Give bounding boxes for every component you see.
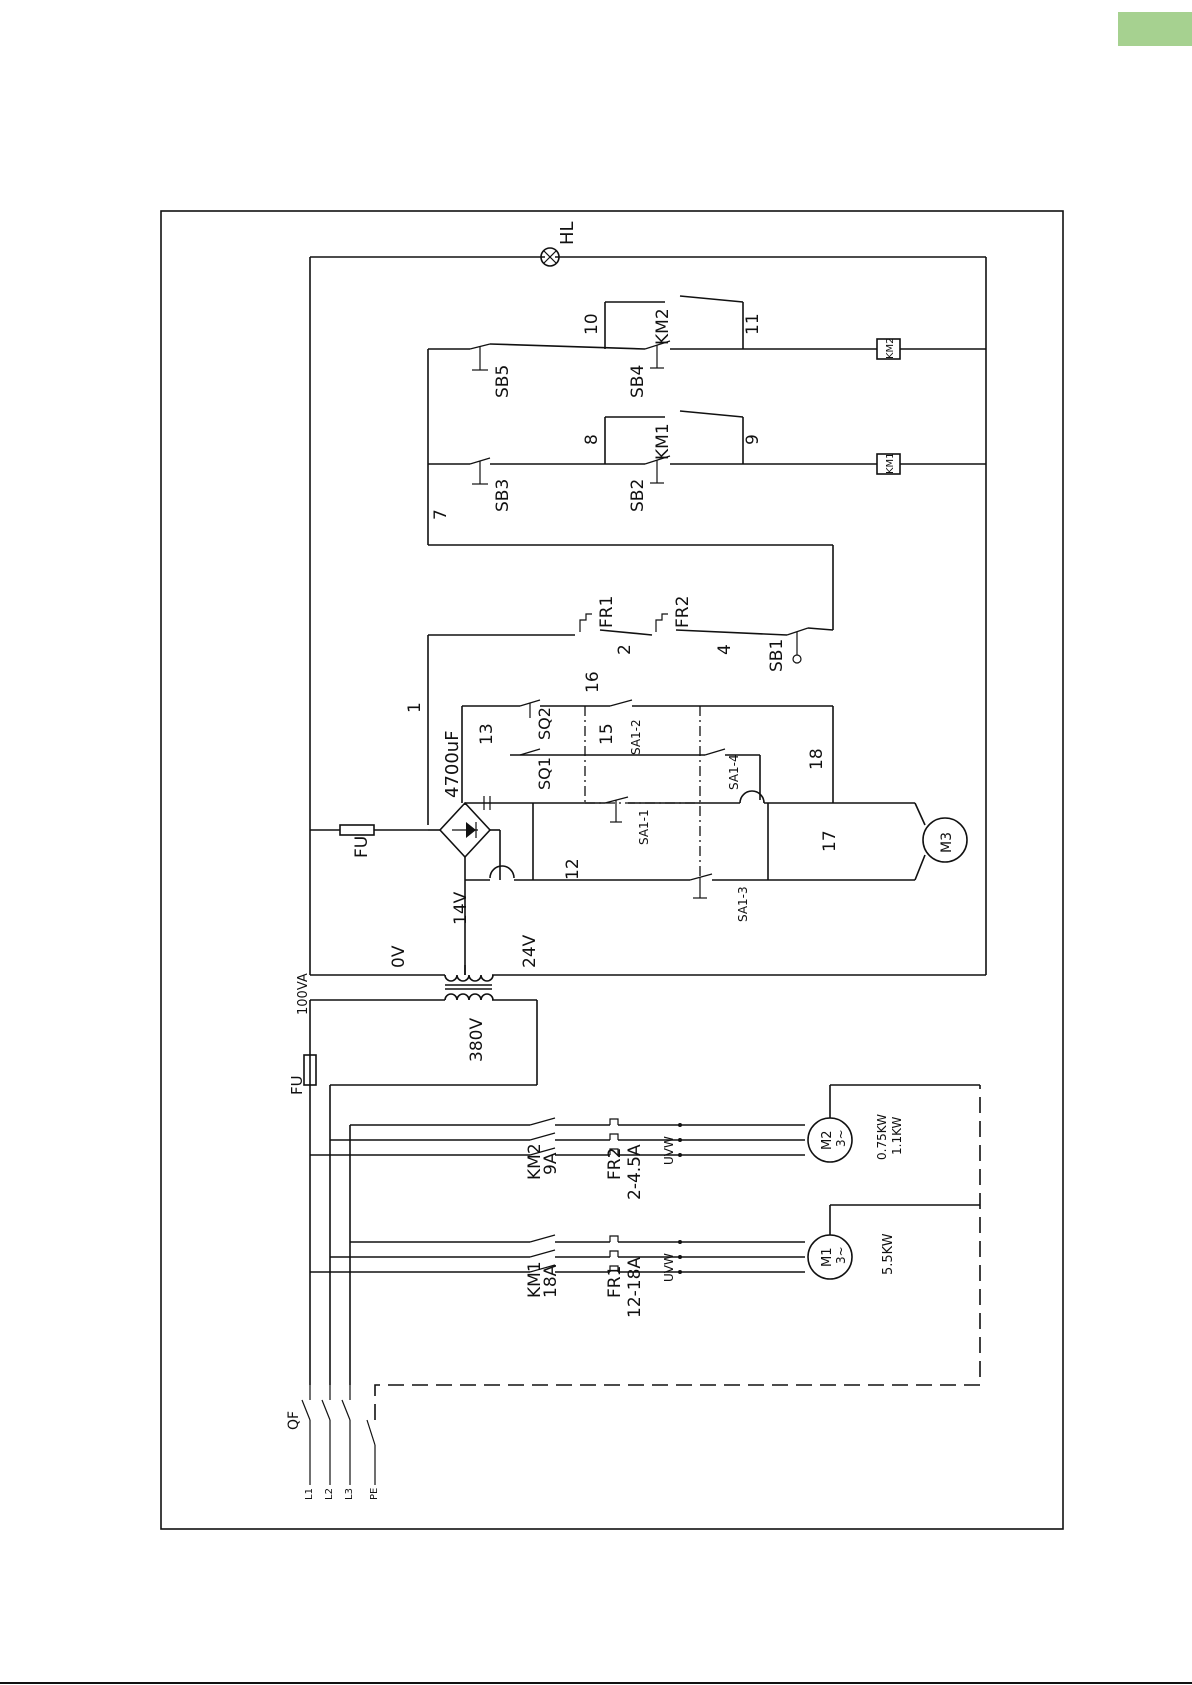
label-m1-power: 5.5KW [881, 1233, 896, 1275]
label-m2: M2 [820, 1131, 835, 1151]
label-m2-power-a: 0.75KW [875, 1114, 889, 1160]
label-km2-contact: KM2 [653, 308, 673, 345]
corner-tab [1118, 12, 1192, 46]
label-sb4: SB4 [628, 365, 648, 398]
label-sa1-3: SA1-3 [736, 886, 750, 922]
label-km1-rating: 18A [541, 1264, 561, 1298]
label-sq1: SQ1 [535, 757, 554, 790]
label-sa1-4: SA1-4 [727, 754, 741, 790]
label-m1: M1 [820, 1248, 835, 1268]
label-sa1-1: SA1-1 [637, 809, 651, 845]
label-l3: L3 [344, 1488, 355, 1500]
label-fr2-contact: FR2 [673, 596, 693, 628]
branch-m1 [530, 1205, 980, 1279]
label-l1: L1 [304, 1488, 315, 1500]
label-node-17: 17 [820, 830, 840, 852]
label-km2-coil: KM2 [885, 337, 896, 359]
label-fu-main: FU [288, 1075, 306, 1095]
label-24v: 24V [520, 934, 540, 968]
label-km1-contact: KM1 [653, 423, 673, 460]
label-380v: 380V [467, 1018, 487, 1062]
label-fu-control: FU [352, 836, 372, 858]
branch-m2 [530, 1085, 980, 1162]
label-uvw-m2: UVW [662, 1136, 676, 1165]
label-fr1-rating: 12-18A [625, 1257, 645, 1318]
label-qf: QF [286, 1411, 302, 1430]
label-fr2-main: FR2 [605, 1148, 625, 1180]
labels: HL 10 11 KM2 SB5 SB4 KM2 8 9 KM1 SB3 SB2… [286, 221, 955, 1500]
label-node-1: 1 [405, 702, 425, 713]
bridge-rectifier [440, 803, 490, 857]
transformer [310, 965, 537, 1085]
label-sq2: SQ2 [535, 707, 554, 740]
label-node-18: 18 [807, 748, 827, 770]
label-m2-phase: 3~ [834, 1129, 848, 1147]
label-sb1: SB1 [767, 639, 787, 672]
main-breaker [302, 1385, 375, 1485]
label-node-12: 12 [563, 858, 583, 880]
label-14v: 14V [451, 891, 471, 925]
label-sa1-2: SA1-2 [629, 719, 643, 755]
label-km1-coil: KM1 [885, 452, 896, 474]
label-node-4: 4 [715, 644, 735, 655]
label-node-10: 10 [582, 313, 602, 335]
label-node-11: 11 [743, 313, 763, 335]
label-m2-power-b: 1.1KW [890, 1116, 904, 1155]
label-m1-phase: 3~ [834, 1246, 848, 1264]
label-node-2: 2 [615, 644, 635, 655]
label-l2: L2 [324, 1488, 335, 1500]
label-node-7: 7 [431, 509, 451, 520]
label-sb2: SB2 [628, 479, 648, 512]
label-fr2-rating: 2-4.5A [625, 1144, 645, 1200]
label-pe: PE [369, 1488, 380, 1500]
drawing-frame [161, 211, 1063, 1529]
label-fr1-contact: FR1 [597, 596, 617, 628]
label-capacitor: 4700uF [442, 730, 463, 798]
label-node-15: 15 [597, 723, 617, 745]
label-0v: 0V [389, 945, 409, 968]
label-node-9: 9 [743, 434, 763, 445]
label-node-8: 8 [582, 434, 602, 445]
label-node-16: 16 [583, 671, 603, 693]
label-m3: M3 [939, 832, 955, 853]
label-hl: HL [557, 221, 578, 245]
label-100va: 100VA [296, 973, 311, 1015]
label-node-13: 13 [477, 723, 497, 745]
label-fr1-main: FR1 [605, 1266, 625, 1298]
label-sb5: SB5 [493, 365, 513, 398]
label-sb3: SB3 [493, 479, 513, 512]
control-fuse [340, 825, 374, 835]
power-circuit [302, 1000, 980, 1485]
label-uvw-m1: UVW [662, 1253, 676, 1282]
label-km2-rating: 9A [541, 1152, 561, 1175]
